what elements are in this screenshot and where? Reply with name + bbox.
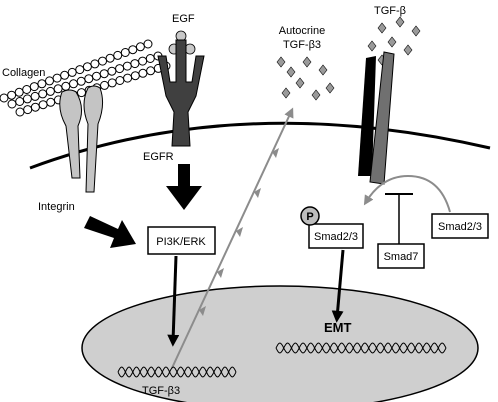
collagen-bead [107, 78, 117, 88]
collagen-bead [84, 74, 94, 84]
autocrine-label: Autocrine [279, 25, 325, 37]
egfr-receptor [157, 39, 205, 147]
emt-gene-dna [275, 342, 447, 354]
collagen-bead [130, 59, 140, 69]
autocrine-arrow-heads [199, 148, 279, 316]
smad7-label: Smad7 [384, 251, 419, 263]
collagen-bead [99, 69, 109, 79]
integrin-label: Integrin [38, 201, 75, 213]
collagen-bead [15, 107, 25, 117]
nucleus [81, 285, 479, 402]
collagen-bead [0, 93, 9, 103]
pi3k-erk-label: PI3K/ERK [156, 236, 206, 248]
collagen-bead [37, 79, 47, 89]
collagen-bead [7, 90, 17, 100]
collagen-bead [128, 45, 138, 55]
pi3k-erk-box [147, 226, 216, 255]
collagen-bead [113, 50, 123, 60]
pi3k-to-tgfb3-arrow [167, 255, 180, 347]
collagen-bead [100, 80, 109, 90]
collagen-bead [115, 64, 125, 74]
collagen-bead [82, 62, 92, 72]
smad-to-emt-arrow [331, 249, 345, 323]
collagen-bead [123, 73, 133, 83]
collagen-bead [76, 76, 86, 86]
collagen-bead [22, 94, 32, 104]
collagen-bead [61, 81, 71, 91]
tgfb-label: TGF-β [374, 5, 406, 17]
collagen-bead [77, 88, 86, 98]
smad-feedback-arrow [363, 174, 451, 213]
collagen-bead [135, 42, 145, 52]
collagen-bead [22, 85, 32, 94]
collagen-bead [105, 53, 115, 63]
integrin-receptor [59, 85, 104, 193]
collagen-bead [130, 71, 140, 81]
egf-label: EGF [172, 13, 195, 25]
tgfb-ligands [367, 16, 421, 66]
collagen-bead [75, 65, 85, 75]
collagen-bead [107, 66, 117, 76]
smad23-label: Smad2/3 [438, 221, 482, 233]
smad7-box [377, 243, 425, 269]
collagen-bead [23, 105, 33, 115]
collagen-bead [115, 76, 125, 85]
collagen-bead [69, 79, 78, 89]
collagen-bead [53, 84, 63, 94]
collagen-bead [14, 87, 24, 97]
collagen-bead [146, 66, 156, 76]
collagen-bead [15, 97, 25, 106]
collagen-bead [30, 91, 40, 101]
tgfb3-gene-label: TGF-β3 [142, 385, 180, 397]
collagen-bead [30, 102, 40, 112]
collagen-bead [52, 73, 62, 83]
collagen-bead [122, 61, 132, 71]
collagen-bead [145, 54, 155, 63]
phosphate-circle [300, 206, 320, 226]
tgfb3-gene-dna [117, 366, 237, 378]
tgfb-receptor-type1 [358, 56, 376, 176]
smad23-phospho-box [308, 223, 364, 249]
smad23-phospho-label: Smad2/3 [314, 231, 358, 243]
collagen-bead [138, 68, 148, 78]
collagen-bead [143, 39, 153, 49]
egfr-label: EGFR [143, 151, 174, 163]
collagen-bead [138, 56, 148, 66]
collagen-bead [7, 99, 17, 109]
collagen-bead [38, 100, 48, 110]
collagen-bead [60, 70, 70, 80]
cell-membrane [29, 121, 491, 170]
collagen-bead [67, 67, 77, 77]
smad23-box [431, 213, 489, 239]
collagen-bead [120, 48, 130, 57]
collagen-bead [38, 89, 48, 99]
collagen-bead [46, 97, 56, 107]
autocrine-secretion-arrow [171, 107, 294, 369]
autocrine-tgfb3-label: TGF-β3 [283, 39, 321, 51]
emt-label: EMT [324, 320, 352, 335]
collagen-bead [98, 56, 107, 66]
phosphate-label: P [306, 211, 313, 223]
autocrine-tgfb3-ligands [276, 56, 335, 101]
collagen-bead [29, 82, 39, 92]
collagen-label: Collagen [2, 67, 45, 79]
collagen-bead [90, 59, 100, 69]
collagen-bead [92, 71, 101, 81]
egfr-to-pi3k-arrow [166, 164, 202, 210]
integrin-to-pi3k-arrow [84, 216, 136, 248]
collagen-bead [45, 76, 54, 86]
collagen-bead [45, 86, 55, 96]
